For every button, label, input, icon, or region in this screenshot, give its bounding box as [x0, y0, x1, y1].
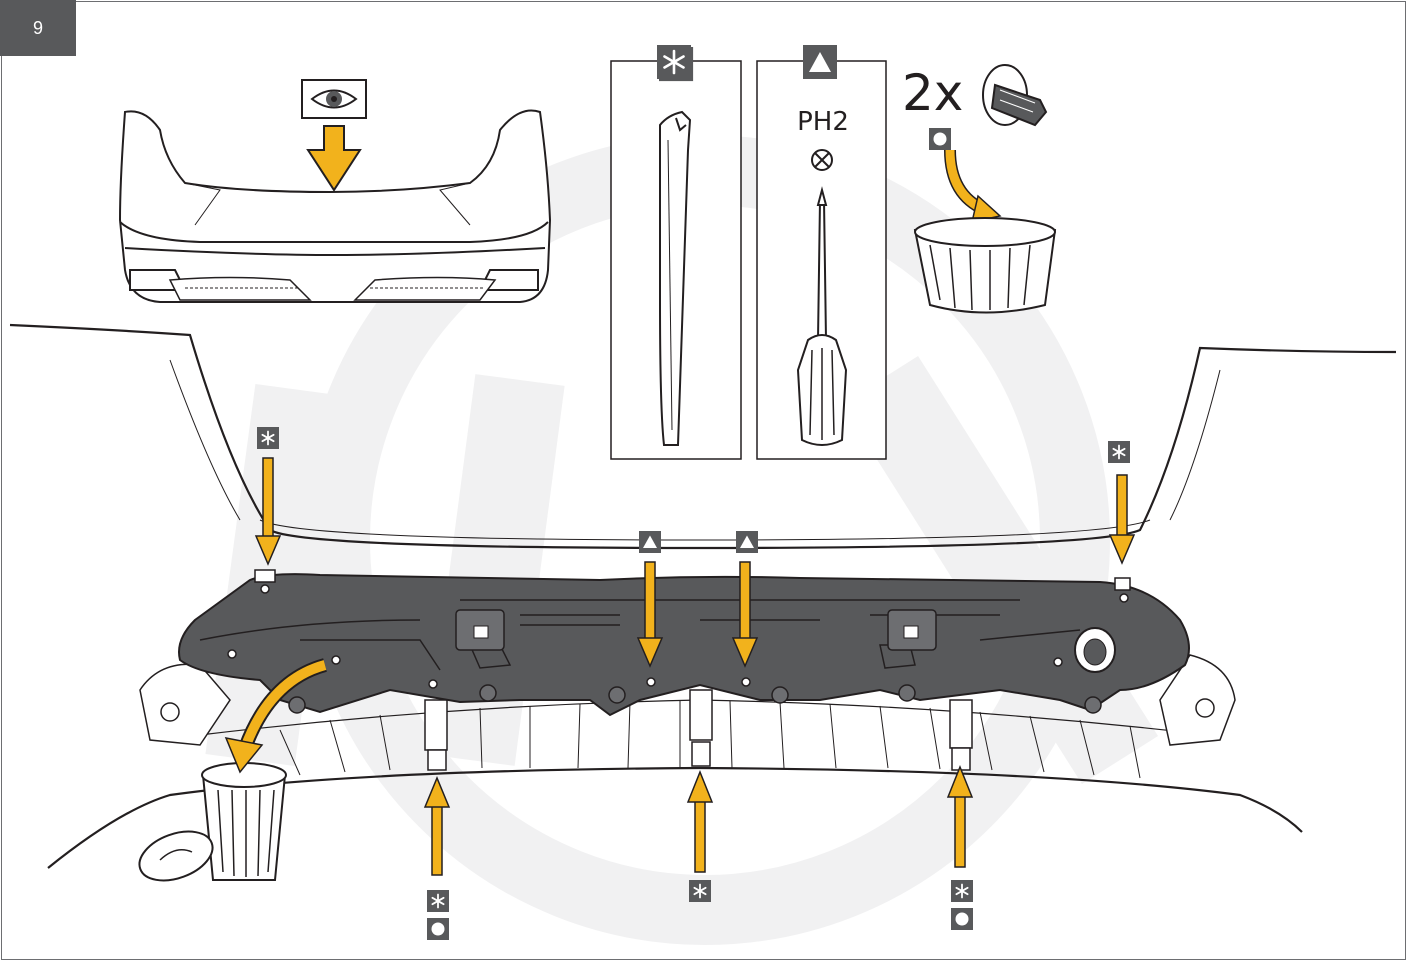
screwdriver-tool — [796, 186, 848, 446]
trim-tool-panel — [610, 45, 742, 460]
discard-arrow — [224, 658, 328, 774]
asterisk-icon — [256, 426, 280, 450]
circle-icon — [427, 918, 449, 940]
eye-icon — [301, 79, 367, 119]
vehicle-rear-body — [9, 323, 1397, 869]
screwdriver-panel: PH2 — [756, 45, 887, 460]
removed-cover — [138, 830, 214, 882]
collection-cup — [913, 217, 1057, 314]
floor-mounts — [424, 689, 973, 771]
circle-icon — [951, 908, 973, 930]
asterisk-icon — [426, 889, 450, 913]
plastic-clip — [982, 64, 1048, 127]
screwdriver-size-label: PH2 — [797, 107, 849, 137]
cross-circle-icon — [811, 149, 833, 171]
triangle-icon — [736, 531, 758, 553]
asterisk-icon — [1107, 440, 1131, 464]
trim-removal-tool — [659, 110, 692, 446]
car-rear-view — [118, 109, 552, 303]
bumper-bracket — [178, 569, 1190, 717]
step-number: 9 — [32, 17, 43, 38]
screwdriver-badge — [803, 45, 837, 79]
into-cup-arrow — [944, 149, 1002, 223]
asterisk-icon — [688, 879, 712, 903]
pointer-arrows — [255, 457, 1135, 876]
trash-bin — [201, 762, 287, 881]
trim-tool-badge — [657, 45, 691, 79]
clip-quantity-label: 2x — [902, 64, 963, 122]
down-arrow — [306, 125, 362, 192]
step-number-badge: 9 — [0, 0, 76, 56]
clip-badge — [929, 128, 951, 150]
asterisk-icon — [950, 879, 974, 903]
triangle-icon — [639, 531, 661, 553]
